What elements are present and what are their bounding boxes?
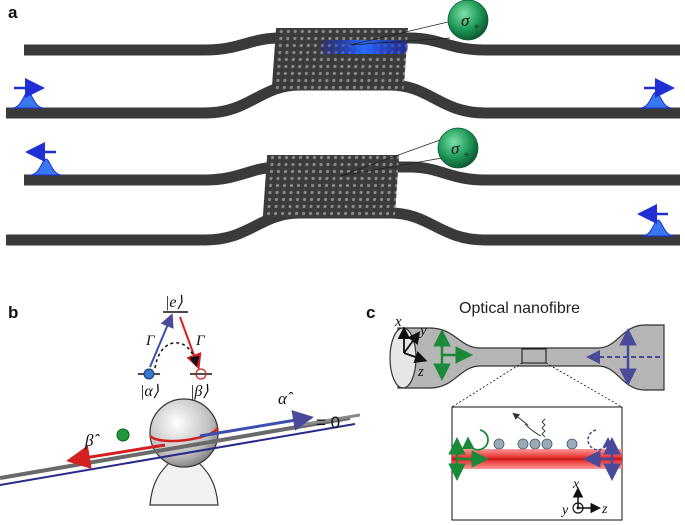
emission-glow-top: [320, 40, 408, 54]
level-beta-label: |β⟩: [190, 383, 209, 400]
mode-beta-label: β̂: [84, 431, 100, 450]
atom-3: [529, 438, 541, 450]
resonator-equator-ring: [149, 427, 220, 443]
mode-alpha-arrow: [199, 410, 314, 438]
emission-arrowhead: [512, 412, 529, 426]
waveguide-device-top: σ +: [6, 0, 680, 119]
inset-axis-y-dot: [576, 506, 580, 510]
photonic-crystal-bottom: [262, 155, 400, 217]
nanofibre-end-face: [389, 327, 417, 389]
panel-b-letter: b: [8, 303, 18, 322]
tapered-fibre-2: [0, 423, 356, 486]
resonator-stem: [149, 461, 219, 506]
gamma-left-label: Γ: [145, 333, 156, 349]
level-alpha-label: |α⟩: [140, 383, 160, 400]
pulse-right-top: [639, 91, 673, 109]
atom-4: [541, 438, 553, 450]
nanofibre-title: Optical nanofibre: [459, 300, 580, 317]
axis-y-label: y: [418, 323, 427, 339]
pulse-left-top: [11, 91, 45, 109]
zoom-line-bottom-2: [339, 157, 443, 177]
gamma-right-label: Γ: [195, 333, 206, 349]
emitter-sphere-bottom: [437, 127, 479, 169]
photonic-crystal-top: [271, 28, 409, 90]
zoom-line-right: [545, 362, 623, 408]
emitter-label-top: σ: [461, 11, 470, 30]
emitter-label-bottom: σ: [451, 139, 460, 158]
sigma-minus-dashed-circle: [587, 429, 614, 451]
zoom-line-top-1: [349, 21, 449, 46]
zoom-region-marker: [521, 348, 547, 364]
inset-axis-z-label: z: [601, 502, 608, 517]
zero-label: = 0: [316, 413, 340, 432]
inset-axis-x-label: x: [572, 477, 580, 492]
axis-y-arrow: [403, 331, 421, 354]
transition-alpha-arrow: [149, 313, 174, 368]
zoom-line-bottom-1: [339, 139, 441, 177]
atom-1: [493, 438, 505, 450]
emitter-atom: [116, 428, 130, 442]
panel-a: a σ + σ +: [6, 0, 680, 246]
nanofibre-body: [397, 324, 665, 391]
population-dot: [143, 368, 155, 380]
emitter-sub-top: +: [473, 22, 480, 33]
mode-beta-arrow: [66, 443, 166, 469]
inset-axis-y-circle: [572, 502, 584, 514]
emitter-sub-bottom: +: [463, 150, 470, 161]
zoom-line-left: [451, 362, 523, 408]
level-excited-label: |e⟩: [165, 294, 184, 311]
atom-2: [517, 438, 529, 450]
emission-wavy-arrow: [524, 418, 546, 438]
axis-z-label: z: [417, 364, 424, 380]
waveguide-bottom-lower: [6, 207, 680, 246]
sigma-plus-circle-arrow: [461, 429, 489, 451]
inset-axis-y-label: y: [560, 503, 569, 518]
waveguide-device-bottom: σ +: [6, 127, 680, 246]
mode-alpha-label: α̂: [278, 389, 294, 408]
empty-level-dot: [195, 368, 207, 380]
panel-c-letter: c: [366, 303, 375, 322]
panel-c: c Optical nanofibre x y z: [366, 300, 665, 521]
panel-a-letter: a: [8, 3, 18, 22]
pulse-right-bottom: [641, 219, 675, 237]
atom-5: [566, 438, 578, 450]
zoom-line-top-2: [349, 37, 451, 46]
axis-z-arrow: [403, 351, 428, 363]
emitter-sphere-top: [447, 0, 489, 41]
level-diagram: |e⟩ Γ Γ |α⟩ |β⟩: [138, 294, 212, 400]
panel-b: b |e⟩ Γ Γ |α⟩ |β⟩: [0, 294, 361, 506]
pulse-left-bottom: [29, 158, 63, 176]
wgm-resonator: α̂ β̂ = 0: [0, 389, 361, 506]
axis-x-label: x: [394, 314, 402, 330]
